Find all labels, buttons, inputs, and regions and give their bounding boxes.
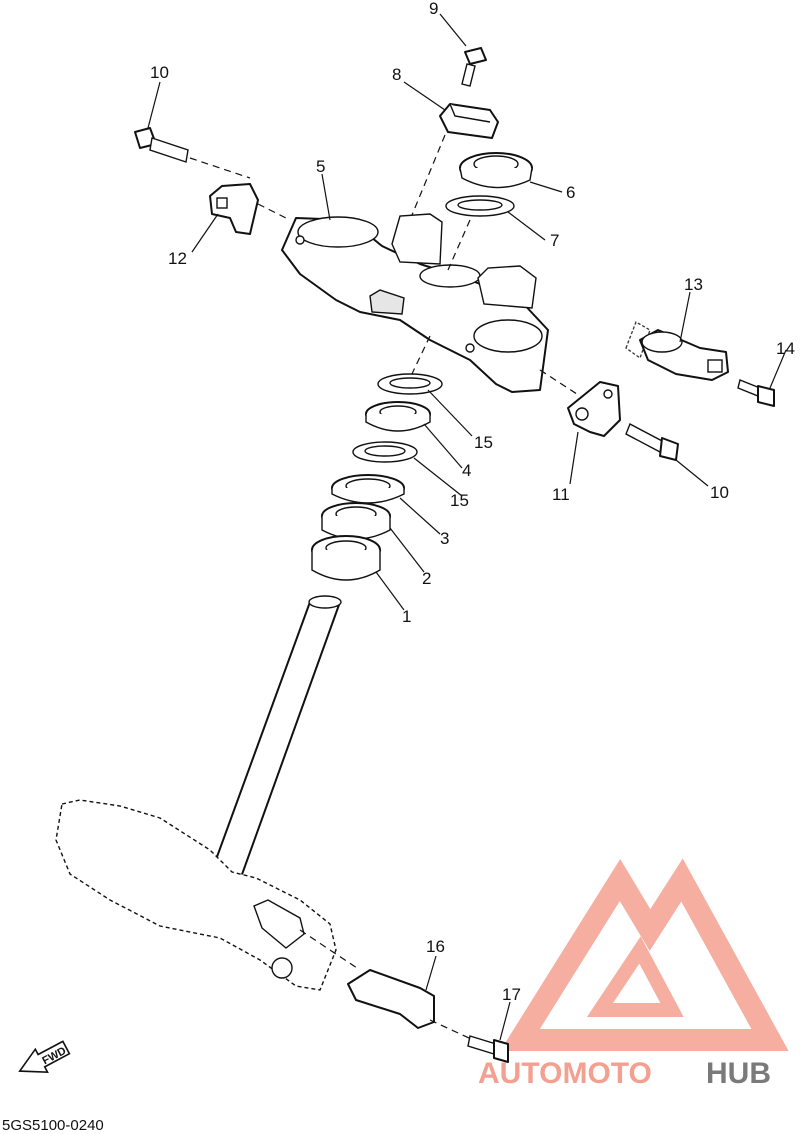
cable-holder-16 bbox=[253, 899, 435, 1029]
assembly-line-16 bbox=[299, 929, 361, 971]
callout-13: 13 bbox=[684, 275, 703, 294]
steering-stem bbox=[209, 595, 342, 881]
fwd-arrow-icon: FWD bbox=[18, 1040, 71, 1074]
under-bracket bbox=[55, 799, 337, 991]
assembly-line-6-7 bbox=[447, 219, 471, 271]
callout-14: 14 bbox=[776, 339, 795, 358]
callout-8: 8 bbox=[392, 65, 401, 84]
callout-10-upper: 10 bbox=[150, 63, 169, 82]
fwd-label: FWD bbox=[40, 1045, 68, 1067]
bearing-1 bbox=[311, 535, 381, 581]
callout-1: 1 bbox=[402, 607, 411, 626]
callout-11: 11 bbox=[552, 485, 570, 504]
callout-6: 6 bbox=[566, 183, 575, 202]
watermark-logo bbox=[500, 858, 789, 1051]
bolt-14 bbox=[737, 379, 775, 407]
callout-17: 17 bbox=[502, 985, 521, 1004]
watermark-text-auto: AUTOMOTO bbox=[478, 1057, 652, 1090]
callout-3: 3 bbox=[440, 529, 449, 548]
washer-15-upper bbox=[377, 373, 443, 395]
ring-nut-4 bbox=[365, 401, 431, 432]
washer-6 bbox=[459, 152, 533, 189]
handle-holder-13 bbox=[625, 321, 729, 381]
handlebar-cap-8 bbox=[439, 103, 499, 139]
bolt-10-upper bbox=[134, 127, 189, 163]
bearing-2 bbox=[321, 502, 391, 540]
callout-12: 12 bbox=[168, 249, 187, 268]
bracket-12 bbox=[209, 183, 259, 235]
bolt-10-lower bbox=[625, 423, 679, 461]
washer-7-inner bbox=[457, 199, 503, 211]
assembly-line-12 bbox=[257, 203, 291, 221]
callout-15-lower: 15 bbox=[450, 491, 469, 510]
assembly-line-11 bbox=[539, 369, 581, 397]
callout-7: 7 bbox=[550, 231, 559, 250]
leader-lines bbox=[147, 13, 787, 1041]
bracket-11 bbox=[567, 381, 621, 437]
callout-4: 4 bbox=[462, 461, 471, 480]
washer-15-lower bbox=[352, 441, 418, 463]
callout-15-upper: 15 bbox=[474, 433, 493, 452]
assembly-line-stack bbox=[409, 335, 431, 379]
callout-16: 16 bbox=[426, 937, 445, 956]
bolt-9 bbox=[461, 47, 487, 87]
assembly-line-10a bbox=[189, 157, 251, 179]
callout-2: 2 bbox=[422, 569, 431, 588]
callout-9: 9 bbox=[429, 0, 438, 18]
callout-10-lower: 10 bbox=[710, 483, 729, 502]
watermark-text-hub: HUB bbox=[706, 1057, 771, 1090]
bolt-17 bbox=[467, 1035, 509, 1063]
assembly-line-17 bbox=[429, 1019, 483, 1045]
upper-bracket-5 bbox=[281, 213, 549, 393]
bearing-cover-3 bbox=[331, 474, 405, 504]
drawing-code: 5GS5100-0240 bbox=[2, 1117, 104, 1134]
callout-5: 5 bbox=[316, 157, 325, 176]
